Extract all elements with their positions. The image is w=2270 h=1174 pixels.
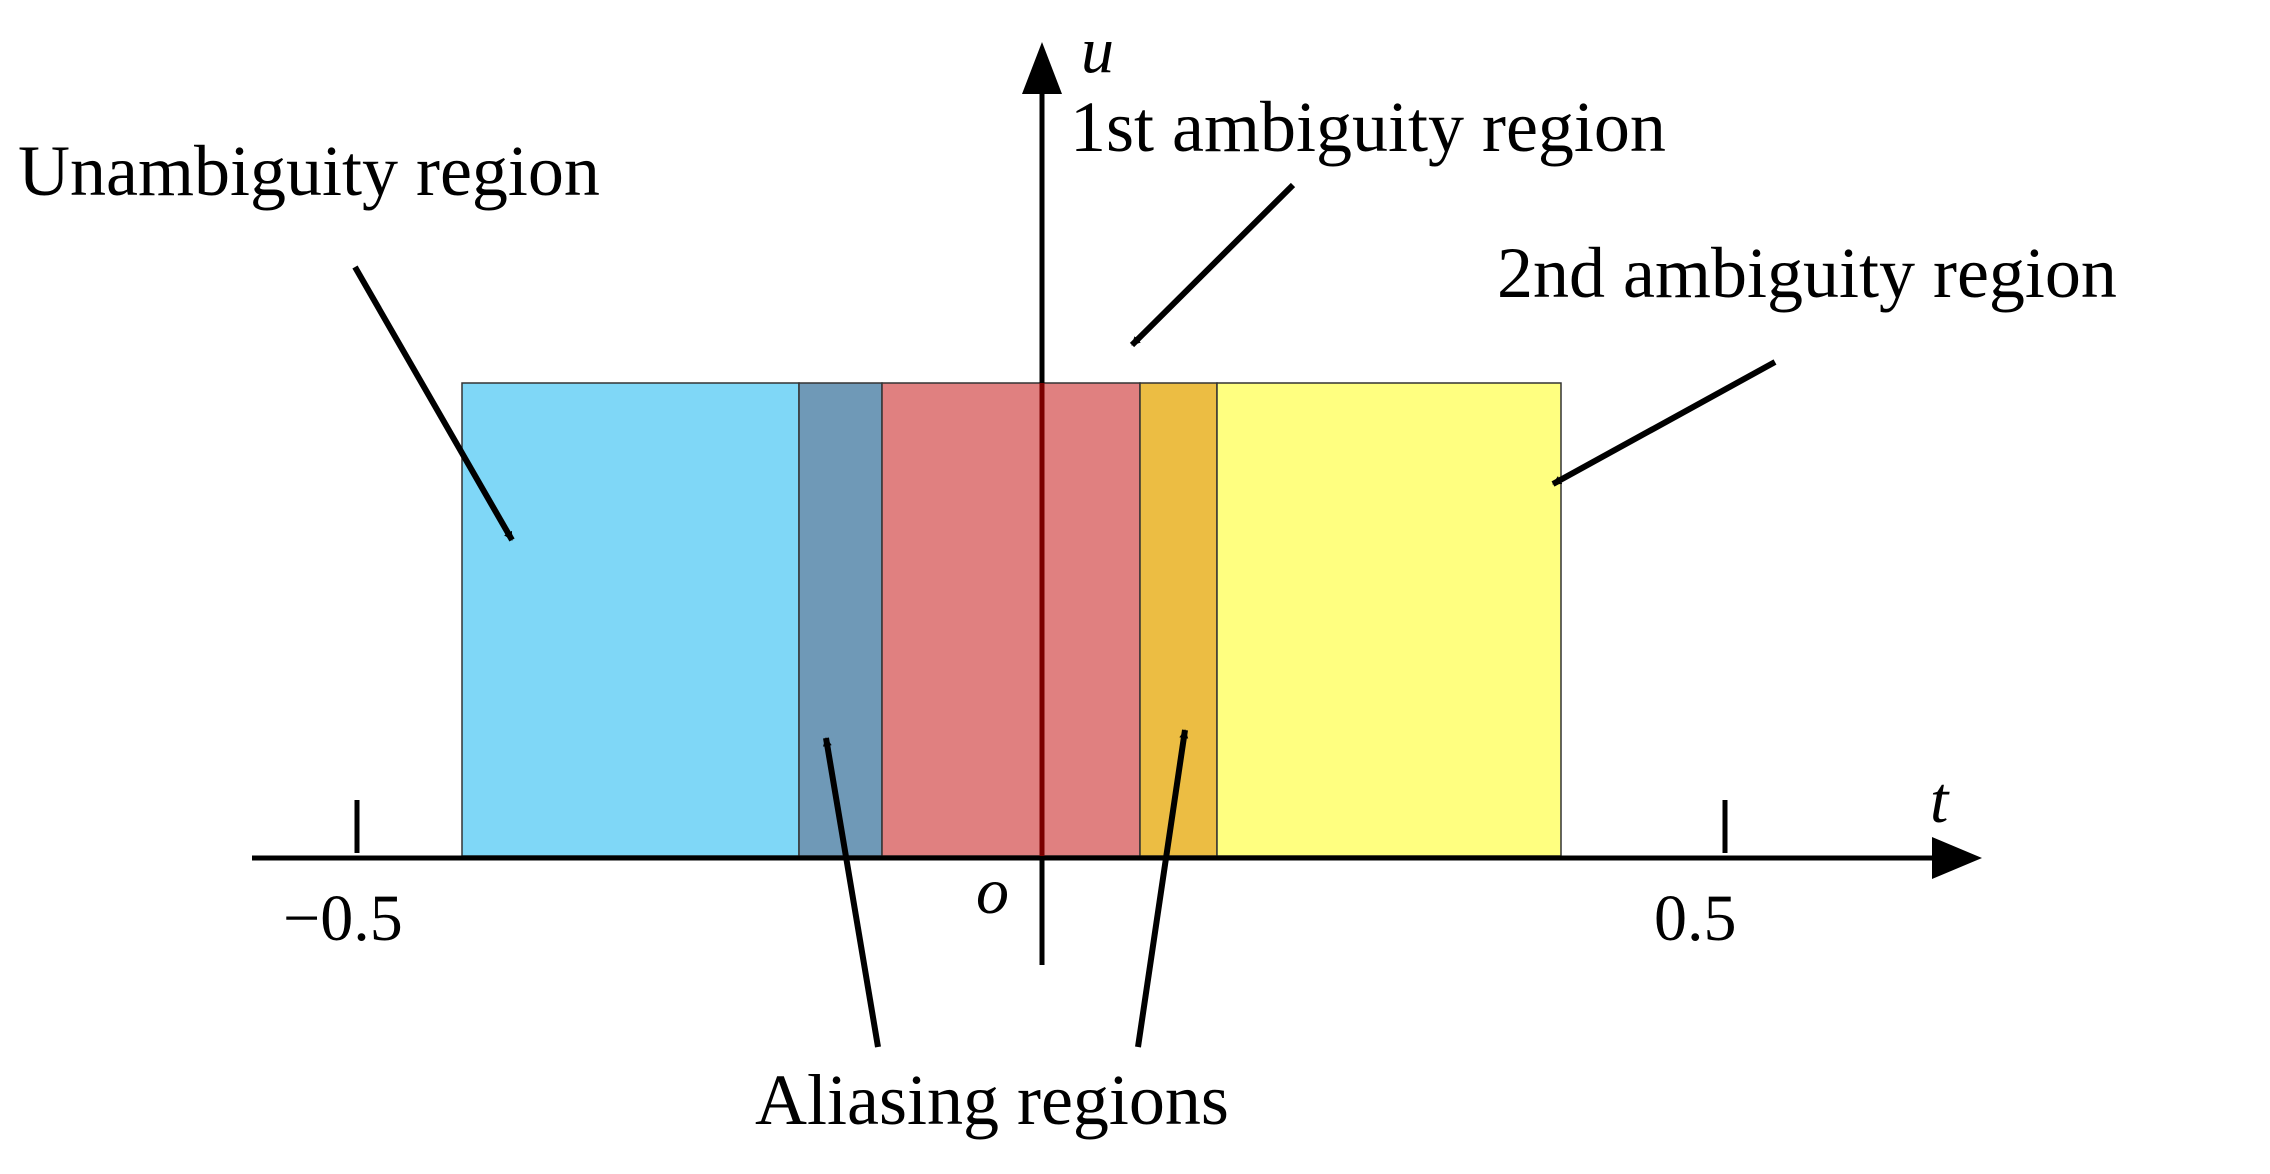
- t-axis: [252, 800, 1982, 879]
- tick-left-label: −0.5: [283, 882, 403, 955]
- unambiguity-region: [461, 382, 800, 857]
- second-ambiguity-region-label: 2nd ambiguity region: [1497, 233, 2117, 313]
- tick-right-label: 0.5: [1654, 882, 1737, 955]
- t-axis-arrowhead: [1932, 837, 1982, 879]
- first-ambiguity-region: [881, 382, 1141, 857]
- regions: [461, 382, 1562, 857]
- pointer-arrows: [352, 182, 1777, 1048]
- second-ambiguity-region: [1216, 382, 1562, 857]
- arrow-first-ambiguity: [1129, 182, 1296, 348]
- origin-label: o: [976, 855, 1009, 928]
- unambiguity-region-label: Unambiguity region: [18, 131, 600, 211]
- arrow-aliasing-right: [1135, 729, 1189, 1048]
- arrow-aliasing-left: [822, 737, 881, 1048]
- arrow-unambiguity: [352, 265, 515, 542]
- aliasing-regions-label: Aliasing regions: [755, 1060, 1229, 1140]
- arrow-second-ambiguity: [1551, 359, 1777, 487]
- aliasing-region-left: [798, 382, 883, 857]
- u-axis: [1022, 42, 1062, 965]
- first-ambiguity-region-label: 1st ambiguity region: [1070, 87, 1666, 167]
- u-axis-label: u: [1081, 14, 1114, 87]
- u-axis-arrowhead: [1022, 42, 1062, 94]
- t-axis-label: t: [1930, 764, 1950, 837]
